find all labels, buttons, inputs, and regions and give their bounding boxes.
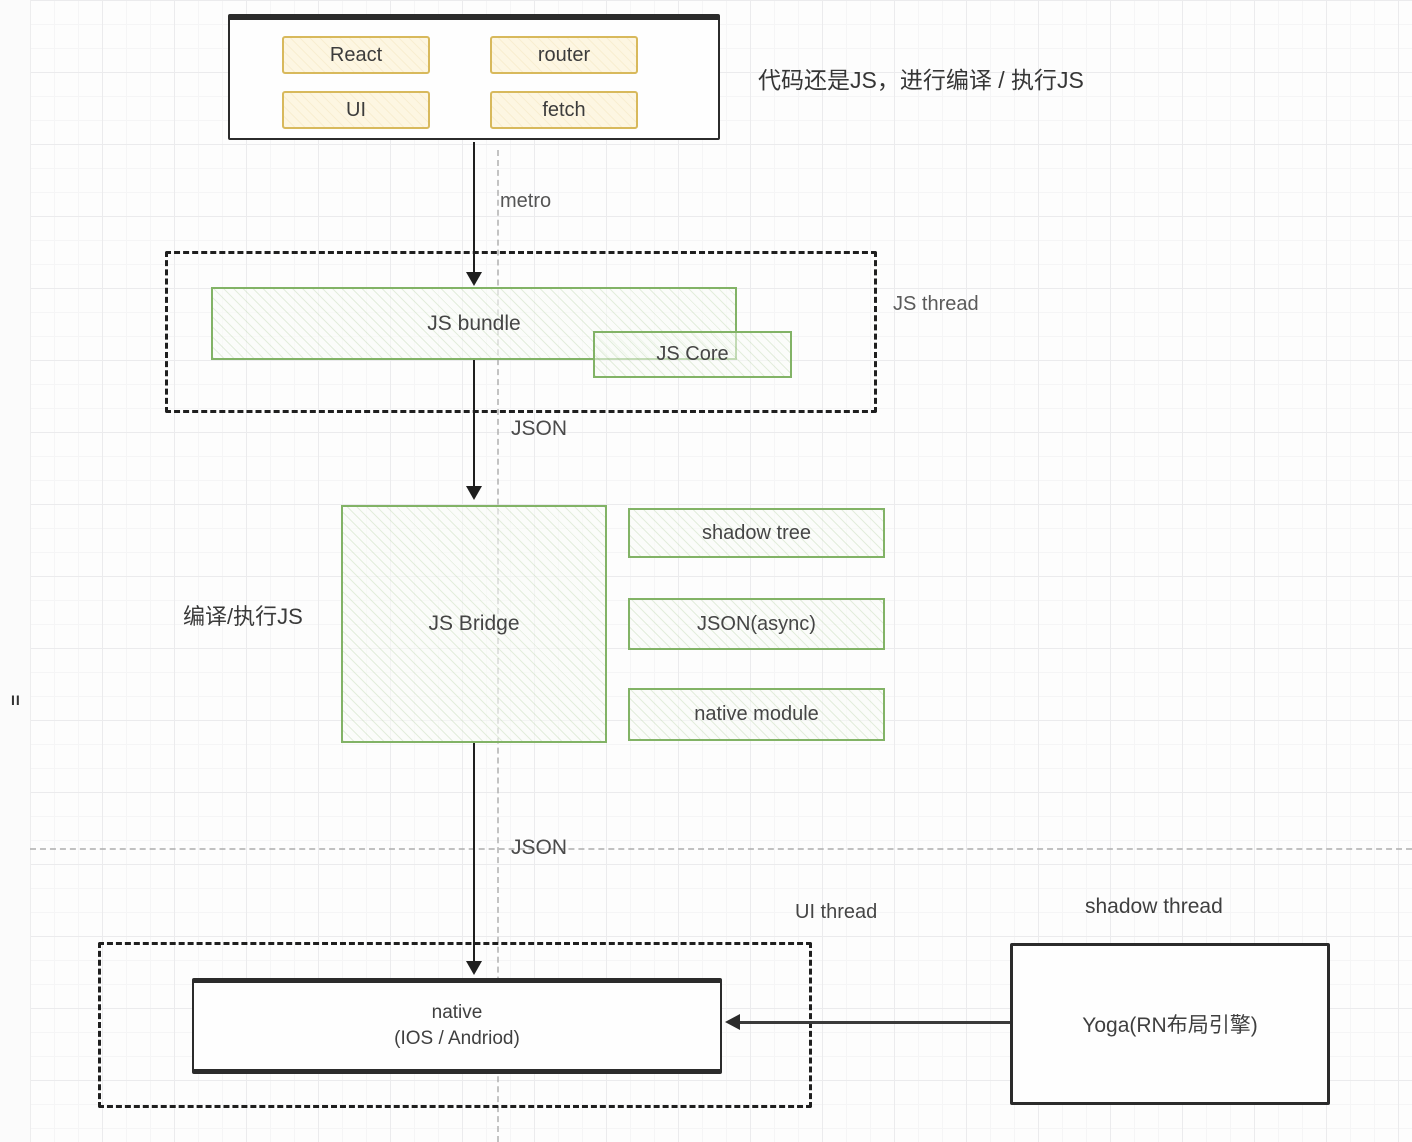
js-bundle-label: JS bundle [427, 311, 521, 335]
js-bridge-node[interactable]: JS Bridge [341, 505, 607, 743]
arrow-json-upper-head-icon [466, 486, 482, 500]
chip-fetch-label: fetch [542, 98, 586, 121]
arrow-json-lower-head-icon [466, 961, 482, 975]
shadow-thread-label: shadow thread [1085, 895, 1223, 918]
code-container-node[interactable]: React router UI fetch [228, 14, 720, 140]
horizontal-guide-dashed-line [30, 848, 1412, 850]
json-async-label: JSON(async) [697, 612, 816, 635]
native-label-line1: native [431, 1002, 483, 1023]
arrow-metro-label: metro [500, 190, 552, 212]
js-bridge-label: JS Bridge [428, 612, 520, 635]
arrow-json-lower-label: JSON [511, 836, 568, 859]
arrow-metro-head-icon [466, 272, 482, 286]
json-async-node[interactable]: JSON(async) [628, 598, 885, 650]
shadow-tree-node[interactable]: shadow tree [628, 508, 885, 558]
chip-router[interactable]: router [490, 36, 638, 74]
left-margin-strip [0, 0, 31, 1142]
native-node[interactable]: native (IOS / Andriod) [192, 978, 722, 1074]
js-core-label: JS Core [656, 343, 729, 365]
note-compile-exec-js: 编译/执行JS [183, 604, 303, 629]
shadow-tree-label: shadow tree [702, 521, 811, 544]
yoga-label: Yoga(RN布局引擎) [1082, 1014, 1258, 1037]
arrow-json-upper-label: JSON [511, 417, 568, 440]
js-thread-label: JS thread [893, 293, 979, 315]
chip-ui-label: UI [346, 98, 366, 121]
chip-react-label: React [329, 43, 383, 66]
native-module-label: native module [694, 703, 819, 725]
chip-router-label: router [537, 43, 591, 66]
ui-thread-label: UI thread [795, 901, 878, 923]
arrow-yoga-to-native-line [740, 1021, 1010, 1024]
ui-thread-container[interactable] [98, 942, 812, 1108]
arrow-json-upper-line [473, 360, 475, 486]
js-core-node[interactable]: JS Core [593, 331, 792, 378]
arrow-json-lower-line [473, 743, 475, 961]
native-module-node[interactable]: native module [628, 688, 885, 741]
chip-fetch[interactable]: fetch [490, 91, 638, 129]
arrow-metro-line [473, 142, 475, 274]
js-thread-container[interactable] [165, 251, 877, 413]
arrow-yoga-to-native-head-icon [725, 1014, 740, 1030]
yoga-node[interactable]: Yoga(RN布局引擎) [1010, 943, 1330, 1105]
native-label-line2: (IOS / Andriod) [394, 1028, 520, 1049]
chip-ui[interactable]: UI [282, 91, 430, 129]
chip-react[interactable]: React [282, 36, 430, 74]
side-mark: II [11, 692, 21, 708]
note-code-is-js: 代码还是JS，进行编译 / 执行JS [758, 67, 1084, 93]
